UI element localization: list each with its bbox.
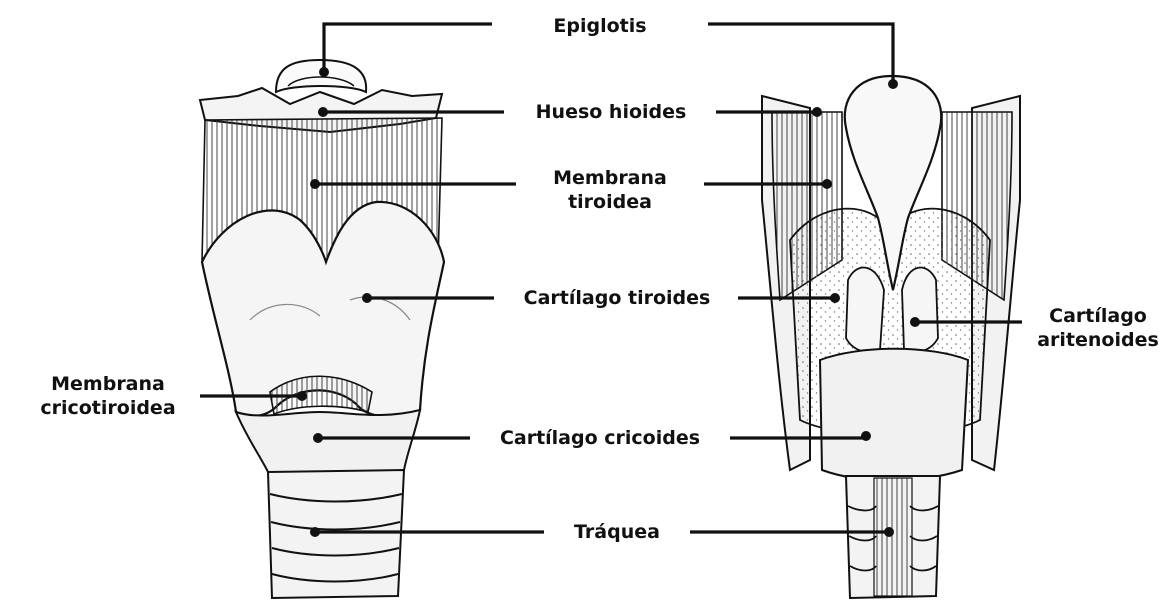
cricoid-cartilage-posterior [820,349,968,481]
label-cartilago-aritenoides-line2: aritenoides [1028,328,1168,352]
leader-epiglotis-right [708,24,893,82]
larynx-posterior-view [762,76,1020,598]
label-traquea: Tráquea [552,520,682,544]
larynx-anterior-view [200,60,444,598]
label-cartilago-tiroides: Cartílago tiroides [502,286,732,310]
label-epiglotis: Epiglotis [540,14,660,38]
trachea-anterior [268,470,404,598]
leader-epiglotis-left [324,24,492,70]
label-membrana-cricotiroidea-line1: Membrana [28,372,188,396]
label-membrana-cricotiroidea: Membrana cricotiroidea [28,372,188,420]
label-cartilago-aritenoides: Cartílago aritenoides [1028,304,1168,352]
label-cartilago-cricoides: Cartílago cricoides [478,426,722,450]
label-cartilago-aritenoides-line1: Cartílago [1028,304,1168,328]
trachea-posterior [846,476,940,598]
label-membrana-tiroidea-line2: tiroidea [530,190,690,214]
label-membrana-cricotiroidea-line2: cricotiroidea [28,396,188,420]
label-membrana-tiroidea-line1: Membrana [530,166,690,190]
label-hueso-hioides: Hueso hioides [516,100,706,124]
arytenoid-cartilage-posterior [846,268,884,353]
cricoid-cartilage-anterior [236,410,420,479]
label-membrana-tiroidea: Membrana tiroidea [530,166,690,214]
